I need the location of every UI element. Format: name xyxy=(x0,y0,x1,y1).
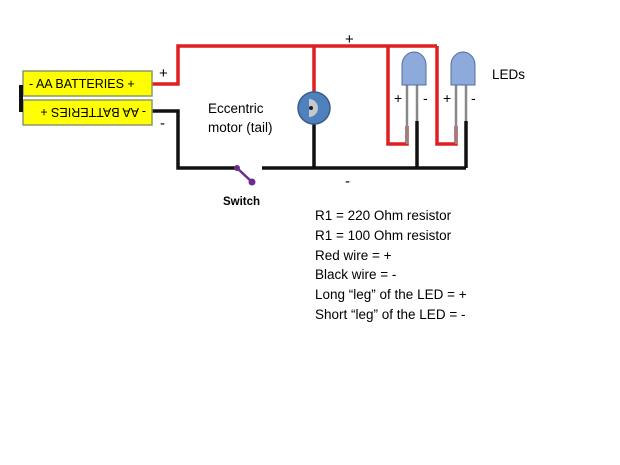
led2-bulb-icon xyxy=(450,51,476,86)
battery-top xyxy=(22,70,153,97)
led-2 xyxy=(450,51,476,144)
motor-eccentric-weight-icon xyxy=(309,99,318,117)
legend-item-red-wire: Red wire = + xyxy=(315,247,392,263)
led2-plus-sign: + xyxy=(443,90,451,106)
battery-bottom-label: - AA BATTERIES + xyxy=(40,105,146,119)
legend: R1 = 220 Ohm resistor R1 = 100 Ohm resis… xyxy=(315,206,467,325)
switch xyxy=(234,165,256,186)
led2-minus-sign: - xyxy=(471,90,476,106)
legend-item-short-leg: Short “leg” of the LED = - xyxy=(315,306,466,322)
battery-top-label: - AA BATTERIES + xyxy=(29,77,135,91)
led1-plus-sign: + xyxy=(394,90,402,106)
legend-item-long-leg: Long “leg” of the LED = + xyxy=(315,287,467,303)
led-1 xyxy=(401,51,427,144)
bottom-rail-minus-sign: - xyxy=(345,173,350,190)
battery-bottom xyxy=(22,99,153,126)
switch-pivot-icon xyxy=(234,165,240,171)
led1-bulb-icon xyxy=(401,51,427,86)
motor-label-line1: Eccentric xyxy=(208,101,264,116)
legend-item-black-wire: Black wire = - xyxy=(315,267,397,283)
battery-connector-bar xyxy=(19,85,23,112)
battery-plus-sign: + xyxy=(159,65,168,82)
eccentric-motor xyxy=(297,91,331,125)
motor-label-line2: motor (tail) xyxy=(208,120,273,135)
legend-item-resistor-220: R1 = 220 Ohm resistor xyxy=(315,208,452,223)
top-rail-plus-sign: + xyxy=(345,31,354,48)
battery-pack: - AA BATTERIES + - AA BATTERIES + xyxy=(19,70,153,126)
black-wire-battery-to-switch xyxy=(152,109,237,170)
negative-wiring xyxy=(152,109,468,170)
battery-minus-sign: - xyxy=(160,115,165,132)
legend-item-resistor-100: R1 = 100 Ohm resistor xyxy=(315,227,452,243)
red-wire-battery-to-top-rail xyxy=(152,44,437,86)
switch-label: Switch xyxy=(223,196,260,208)
motor-shaft-icon xyxy=(309,106,313,110)
leds-label: LEDs xyxy=(492,67,525,82)
switch-contact-icon xyxy=(248,178,256,186)
led1-minus-sign: - xyxy=(423,90,428,106)
